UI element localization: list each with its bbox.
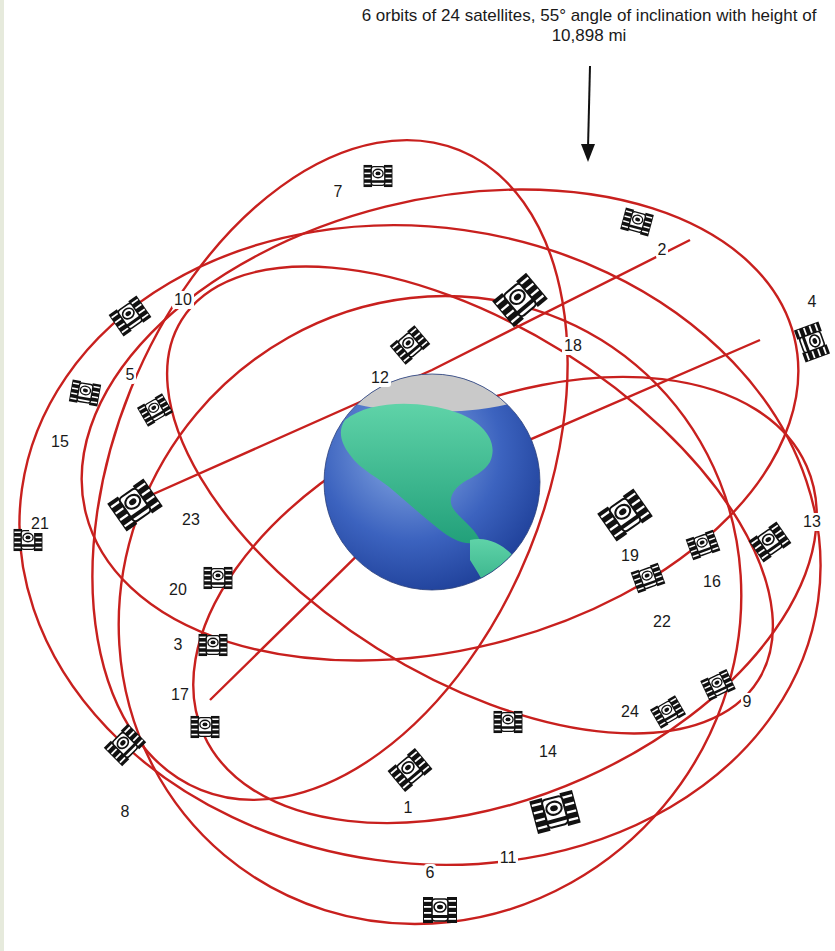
satellite-icon <box>204 567 233 589</box>
frame-edge <box>0 0 4 951</box>
satellite-icon <box>109 296 152 337</box>
satellite-icon <box>104 724 146 766</box>
satellite-icon <box>390 325 431 365</box>
callout-number: 21 <box>29 515 51 533</box>
callout-number: 7 <box>332 183 345 201</box>
satellite-icon <box>423 897 457 923</box>
callout-number: 2 <box>656 241 669 259</box>
callout-number: 5 <box>124 366 137 384</box>
satellite-icon <box>492 273 548 327</box>
callout-number: 6 <box>424 864 437 882</box>
earth-globe <box>312 344 552 612</box>
satellites <box>14 165 830 923</box>
satellite-icon <box>388 748 433 792</box>
callout-number: 3 <box>172 636 185 654</box>
satellite-icon <box>597 488 653 541</box>
satellite-icon <box>199 634 228 656</box>
callout-number: 9 <box>741 693 754 711</box>
satellite-icon <box>69 380 101 407</box>
satellite-icon <box>794 322 830 363</box>
satellite-icon <box>107 478 163 531</box>
satellite-icon <box>364 165 393 187</box>
callout-number: 8 <box>119 803 132 821</box>
satellite-icon <box>749 522 792 563</box>
satellite-icon <box>191 716 220 738</box>
callout-number: 20 <box>167 581 189 599</box>
satellite-icon <box>494 711 523 733</box>
satellite-icon <box>650 695 686 729</box>
callout-number: 13 <box>801 513 823 531</box>
pointer-arrow <box>581 66 595 162</box>
callout-number: 11 <box>498 849 519 867</box>
callout-number: 1 <box>402 799 415 817</box>
callout-number: 22 <box>651 613 673 631</box>
callout-number: 15 <box>49 433 71 451</box>
satellite-icon <box>137 393 173 427</box>
callout-number: 23 <box>180 511 202 529</box>
callout-number: 24 <box>619 703 641 721</box>
satellite-icon <box>631 563 666 594</box>
callout-number: 14 <box>537 743 559 761</box>
callout-number: 18 <box>562 337 584 355</box>
callout-number: 10 <box>172 291 194 309</box>
satellite-icon <box>686 530 721 561</box>
constellation-note: 6 orbits of 24 satellites, 55° angle of … <box>354 6 824 45</box>
orbit-paths <box>0 70 835 951</box>
callout-number: 12 <box>369 369 391 387</box>
satellite-icon <box>620 208 654 237</box>
callout-number: 19 <box>619 547 641 565</box>
callout-number: 17 <box>169 686 191 704</box>
satellite-icon <box>529 790 580 834</box>
callout-number: 16 <box>701 573 723 591</box>
callout-number: 4 <box>806 293 819 311</box>
satellite-icon <box>700 669 736 701</box>
